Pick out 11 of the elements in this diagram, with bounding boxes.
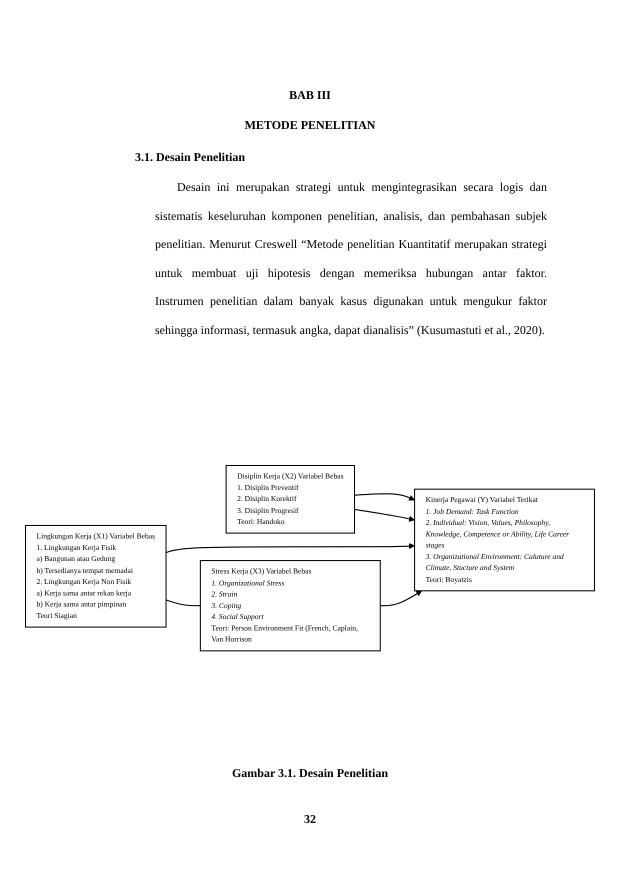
chapter-heading: BAB III: [288, 88, 332, 103]
arrow: [380, 590, 422, 606]
arrow: [354, 508, 415, 522]
figure-caption: Gambar 3.1. Desain Penelitian: [230, 765, 390, 782]
chapter-title: METODE PENELITIAN: [244, 118, 376, 133]
connector: [166, 599, 200, 606]
section-heading: 3.1. Desain Penelitian: [135, 150, 245, 165]
arrow: [354, 493, 415, 500]
page-number: 32: [303, 812, 317, 827]
body-paragraph: Desain ini merupakan strategi untuk mengintegrasikan secara logis dan sistematis keseluruhan komponen penelitian, analisis, dan pembahasan subjek penelitian. Menurut Creswell “Metode penelitian Kuantitatif merupakan strategi untuk membuat uji hipotesis dengan memeriksa hubungan antar faktor. Instrumen penelitian dalam banyak kasus digunakan untuk mengukur faktor sehingga informasi, termasuk angka, dapat dianalisis” (Kusumastuti et al., 2020).: [155, 179, 547, 339]
arrow: [166, 542, 415, 553]
